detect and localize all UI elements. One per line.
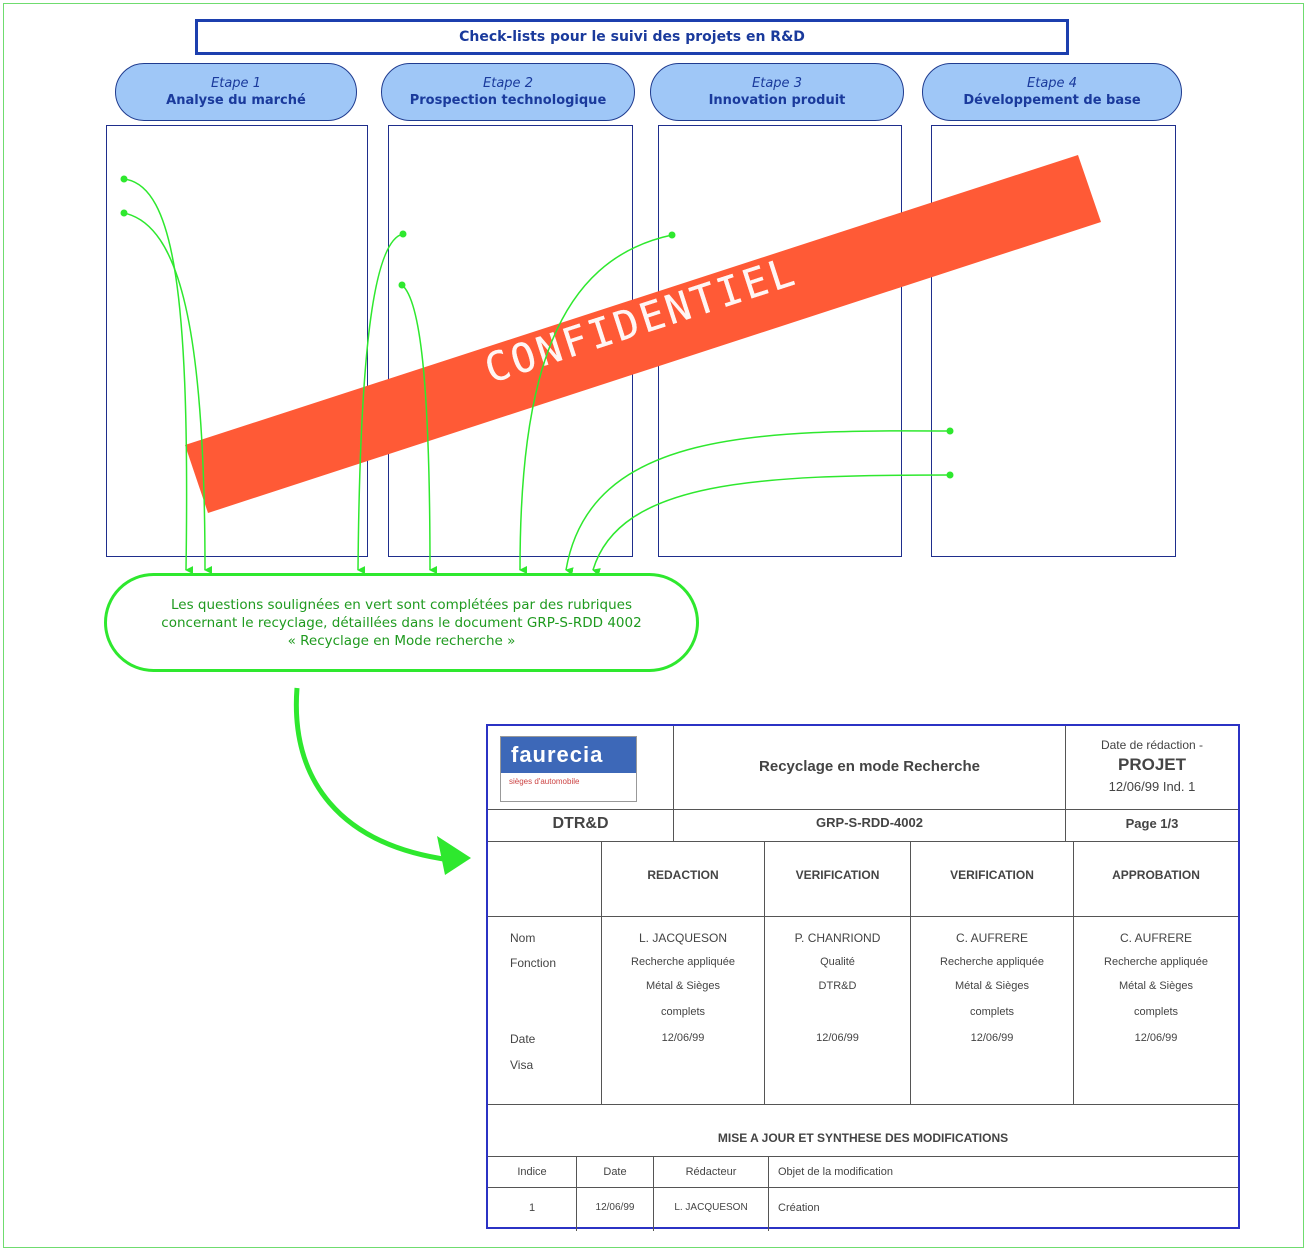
signer-date: 12/06/99	[970, 1032, 1014, 1044]
header-verification-2: VERIFICATION	[950, 868, 1034, 882]
signer-name: P. CHANRIOND	[794, 931, 881, 945]
stage-1: Etape 1 Analyse du marché	[115, 63, 357, 121]
connector-dot	[668, 231, 676, 239]
signer-function: complets	[1133, 1006, 1179, 1018]
signer-function: Recherche appliquée	[1104, 956, 1208, 968]
connector-arrow	[401, 284, 438, 574]
header-verification: VERIFICATION	[795, 868, 880, 882]
stage-number: Etape 4	[1027, 76, 1077, 91]
row-label-nom: Nom	[510, 931, 536, 945]
signer-date: 12/06/99	[816, 1032, 859, 1044]
document-date-index: 12/06/99 Ind. 1	[1108, 779, 1196, 794]
stage-name: Analyse du marché	[166, 93, 306, 108]
connector-arrow	[592, 474, 951, 576]
signer-date: 12/06/99	[661, 1032, 705, 1044]
signer-function: DTR&D	[818, 980, 857, 992]
stage-number: Etape 2	[483, 76, 533, 91]
signer-function: complets	[969, 1006, 1015, 1018]
department: DTR&D	[552, 815, 609, 832]
mods-header-date: Date	[603, 1166, 627, 1178]
signer-date: 12/06/99	[1134, 1032, 1178, 1044]
stage-4-checklist-box	[931, 125, 1176, 557]
signer-function: Métal & Sièges	[955, 980, 1029, 992]
document-reference: GRP-S-RDD-4002	[816, 815, 923, 830]
signer-name: C. AUFRERE	[955, 931, 1028, 945]
stage-number: Etape 1	[211, 76, 261, 91]
connector-dot	[946, 471, 954, 479]
signer-function: Métal & Sièges	[1119, 980, 1193, 992]
mods-header-objet: Objet de la modification	[778, 1166, 893, 1178]
connector-dot	[120, 209, 128, 217]
date-label: Date de rédaction -	[1100, 738, 1204, 752]
mods-cell: Création	[778, 1202, 820, 1214]
note-line-3: « Recyclage en Mode recherche »	[287, 632, 516, 649]
page-number: Page 1/3	[1125, 816, 1179, 831]
document-status: PROJET	[1117, 755, 1187, 774]
header-approbation: APPROBATION	[1112, 868, 1200, 882]
stage-2: Etape 2 Prospection technologique	[381, 63, 635, 121]
connector-dot	[946, 427, 954, 435]
mods-header-indice: Indice	[517, 1166, 547, 1178]
row-label-visa: Visa	[510, 1058, 534, 1072]
signer-function: complets	[660, 1006, 706, 1018]
document-title: Recyclage en mode Recherche	[759, 758, 980, 775]
page-frame	[3, 3, 1304, 1248]
faurecia-logo: faurecia sièges d'automobile	[500, 736, 637, 802]
stage-number: Etape 3	[752, 76, 802, 91]
stage-3: Etape 3 Innovation produit	[650, 63, 904, 121]
connector-arrow	[519, 234, 673, 575]
signer-name: L. JACQUESON	[638, 931, 728, 945]
connector-arrow	[123, 212, 213, 574]
signer-name: C. AUFRERE	[1119, 931, 1192, 945]
signer-function: Recherche appliquée	[940, 956, 1044, 968]
mods-cell: L. JACQUESON	[674, 1202, 748, 1213]
connector-arrow	[357, 233, 404, 575]
connector-dot	[399, 230, 407, 238]
connector-dot	[398, 281, 406, 289]
stage-name: Prospection technologique	[409, 93, 607, 108]
stage-name: Innovation produit	[708, 93, 846, 108]
stage-name: Développement de base	[963, 93, 1141, 108]
connector-arrow	[565, 430, 951, 576]
signer-function: Qualité	[820, 956, 855, 968]
note-line-2: concernant le recyclage, détaillées dans…	[161, 614, 642, 631]
connector-dot	[120, 175, 128, 183]
signer-function: Métal & Sièges	[646, 980, 720, 992]
recycling-note: Les questions soulignées en vert sont co…	[104, 573, 699, 672]
note-line-1: Les questions soulignées en vert sont co…	[170, 596, 632, 613]
stage-4: Etape 4 Développement de base	[922, 63, 1182, 121]
confidential-banner: CONFIDENTIEL	[185, 155, 1101, 513]
connector-arrow	[123, 178, 194, 575]
document-pointer-arrow	[293, 687, 471, 875]
signer-function: Recherche appliquée	[631, 956, 735, 968]
mods-cell: 1	[528, 1202, 536, 1214]
diagram-title: Check-lists pour le suivi des projets en…	[195, 19, 1069, 55]
header-redaction: REDACTION	[647, 868, 719, 882]
row-label-date: Date	[510, 1032, 536, 1046]
mods-header-redacteur: Rédacteur	[685, 1166, 737, 1178]
recycling-document-thumbnail: faurecia sièges d'automobile Recyclage e…	[486, 724, 1240, 1231]
row-label-fonction: Fonction	[510, 956, 557, 970]
mods-cell: 12/06/99	[595, 1202, 635, 1213]
modifications-title: MISE A JOUR ET SYNTHESE DES MODIFICATION…	[717, 1131, 1009, 1145]
